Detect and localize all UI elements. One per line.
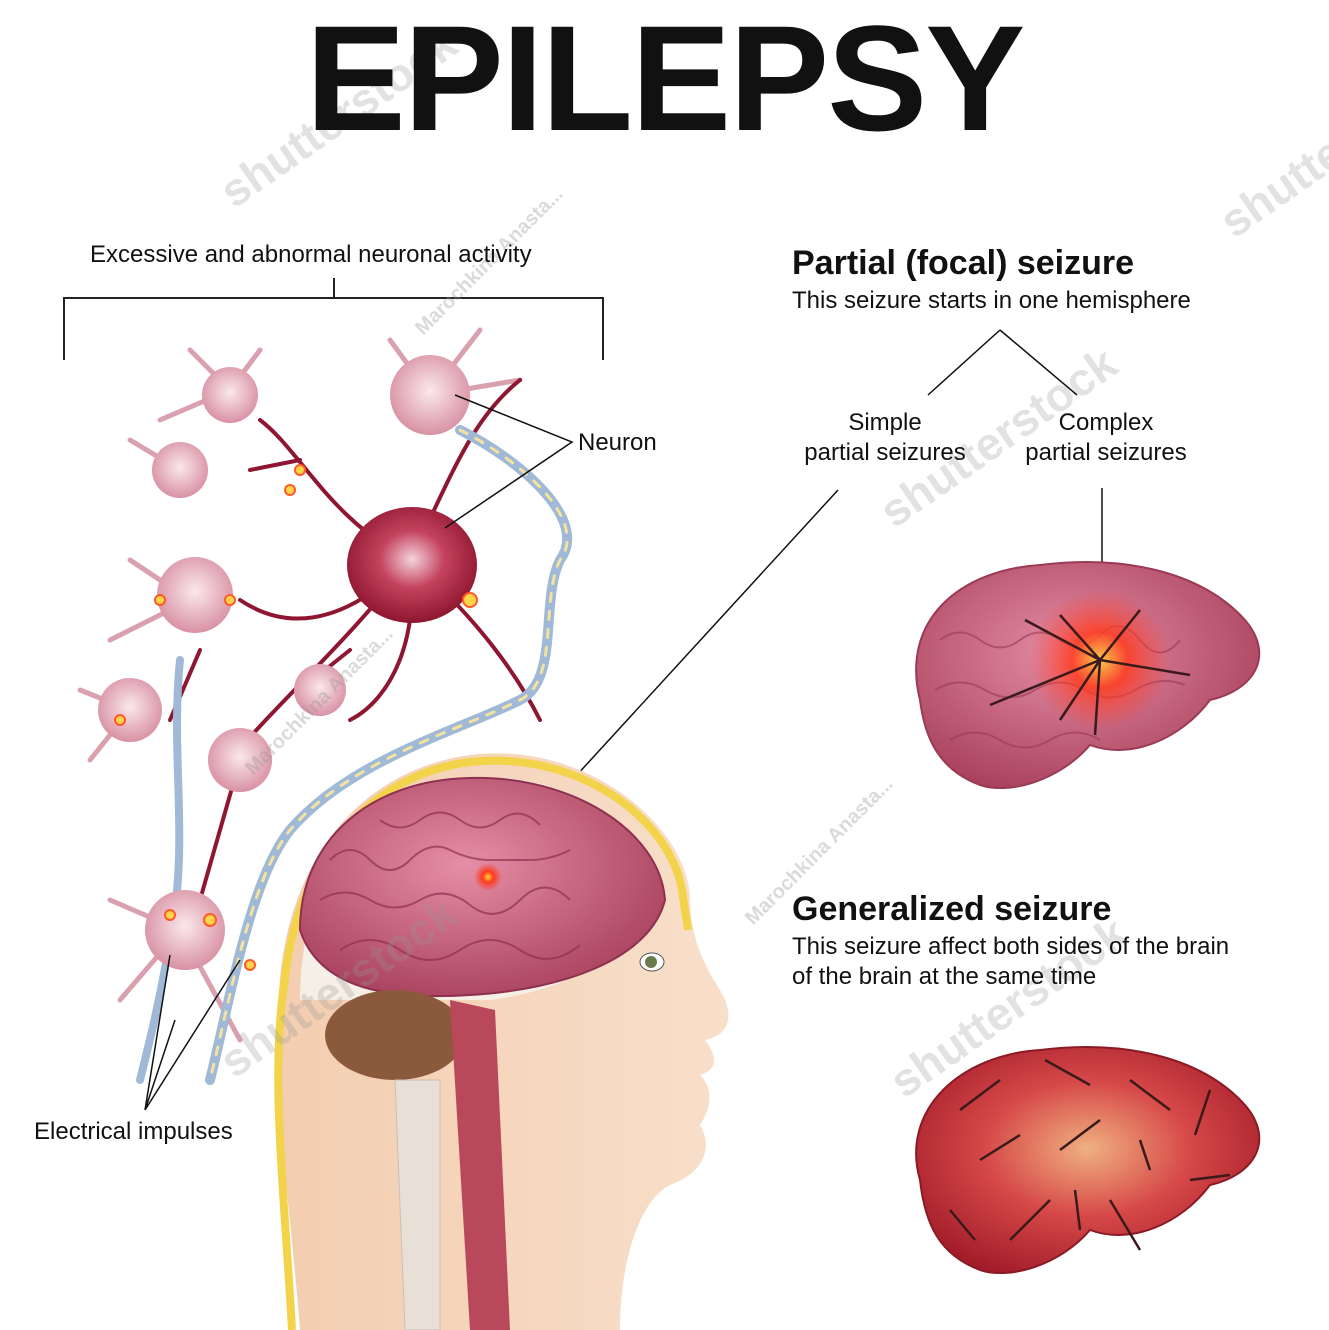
partial-seizure-brain [915,561,1261,789]
generalized-seizure-brain [915,1046,1261,1274]
generalized-line-2: of the brain at the same time [792,963,1097,990]
bracket-label: Excessive and abnormal neuronal activity [90,241,532,268]
complex-line-2: partial seizures [1025,439,1187,466]
neuron-label: Neuron [578,429,657,456]
generalized-seizure-heading: Generalized seizure [792,890,1112,928]
partial-seizure-heading: Partial (focal) seizure [792,244,1135,282]
simple-partial-label: Simple partial seizures [790,408,980,468]
neuron-cells [98,355,478,971]
simple-line-1: Simple [848,409,922,436]
partial-seizure-description: This seizure starts in one hemisphere [792,287,1191,314]
generalized-seizure-description: This seizure affect both sides of the br… [792,932,1229,992]
page-title: EPILEPSY [305,0,1026,162]
electrical-impulses-label: Electrical impulses [34,1118,233,1145]
simple-line-2: partial seizures [804,439,966,466]
bracket [63,278,604,360]
complex-line-1: Complex [1058,409,1154,436]
generalized-line-1: This seizure affect both sides of the br… [792,933,1230,960]
head-cross-section [274,753,729,1330]
complex-partial-label: Complex partial seizures [1010,408,1202,468]
